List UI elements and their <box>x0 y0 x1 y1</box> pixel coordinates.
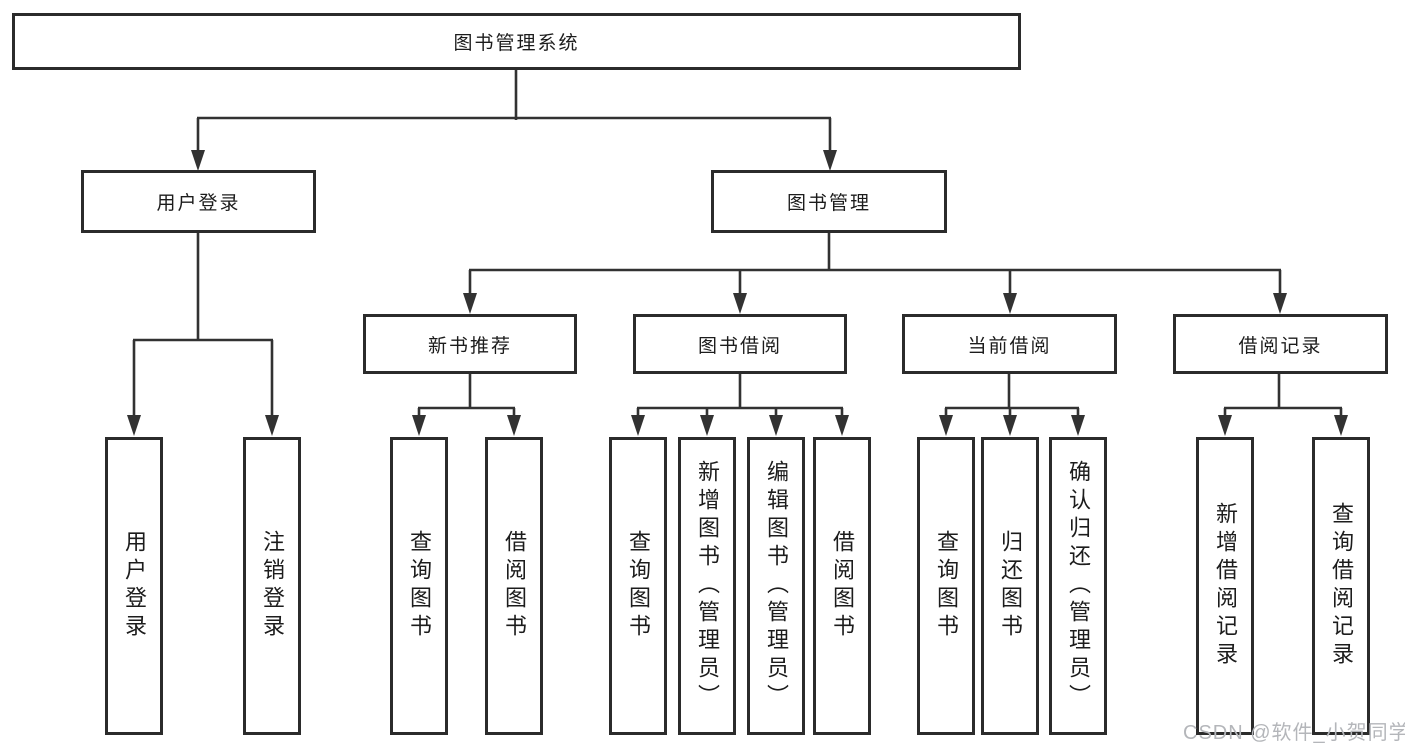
leaf-bb-edit-books-admin: 编辑图书（管理员） <box>747 437 805 735</box>
leaf-user-login-label: 用户登录 <box>122 530 147 642</box>
node-new-book-recommend: 新书推荐 <box>363 314 577 374</box>
leaf-bb-edit-books-admin-label: 编辑图书（管理员） <box>764 460 789 712</box>
node-new-book-recommend-label: 新书推荐 <box>427 335 512 357</box>
leaf-bb-add-books-admin: 新增图书（管理员） <box>678 437 736 735</box>
leaf-nbr-query-books-label: 查询图书 <box>407 530 432 642</box>
leaf-cb-query-books-label: 查询图书 <box>934 530 959 642</box>
node-user-login-label: 用户登录 <box>156 193 241 214</box>
leaf-cb-confirm-return-admin: 确认归还（管理员） <box>1049 437 1107 735</box>
leaf-logout: 注销登录 <box>243 437 301 735</box>
node-borrow-records-label: 借阅记录 <box>1238 335 1323 357</box>
csdn-watermark: CSDN @软件_小贺同学 <box>1183 722 1405 744</box>
leaf-nbr-borrow-books: 借阅图书 <box>485 437 543 735</box>
leaf-nbr-borrow-books-label: 借阅图书 <box>502 530 527 642</box>
node-root: 图书管理系统 <box>12 13 1021 70</box>
node-book-borrow: 图书借阅 <box>633 314 847 374</box>
leaf-cb-query-books: 查询图书 <box>917 437 975 735</box>
leaf-br-add-record-label: 新增借阅记录 <box>1213 502 1238 670</box>
leaf-bb-query-books: 查询图书 <box>609 437 667 735</box>
leaf-br-add-record: 新增借阅记录 <box>1196 437 1254 735</box>
node-borrow-records: 借阅记录 <box>1173 314 1388 374</box>
leaf-user-login: 用户登录 <box>105 437 163 735</box>
leaf-cb-return-books: 归还图书 <box>981 437 1039 735</box>
node-root-label: 图书管理系统 <box>453 33 580 54</box>
node-book-borrow-label: 图书借阅 <box>697 335 782 357</box>
leaf-br-query-record: 查询借阅记录 <box>1312 437 1370 735</box>
node-book-management: 图书管理 <box>711 170 947 233</box>
node-user-login: 用户登录 <box>81 170 316 233</box>
node-book-management-label: 图书管理 <box>786 193 871 214</box>
leaf-logout-label: 注销登录 <box>260 530 285 642</box>
leaf-nbr-query-books: 查询图书 <box>390 437 448 735</box>
leaf-bb-add-books-admin-label: 新增图书（管理员） <box>695 460 720 712</box>
leaf-br-query-record-label: 查询借阅记录 <box>1329 502 1354 670</box>
leaf-cb-return-books-label: 归还图书 <box>998 530 1023 642</box>
leaf-bb-borrow-books: 借阅图书 <box>813 437 871 735</box>
arrowheads <box>127 150 1348 436</box>
leaf-bb-borrow-books-label: 借阅图书 <box>830 530 855 642</box>
leaf-bb-query-books-label: 查询图书 <box>626 530 651 642</box>
node-current-borrow: 当前借阅 <box>902 314 1117 374</box>
leaf-cb-confirm-return-admin-label: 确认归还（管理员） <box>1066 460 1091 712</box>
node-current-borrow-label: 当前借阅 <box>967 335 1052 357</box>
